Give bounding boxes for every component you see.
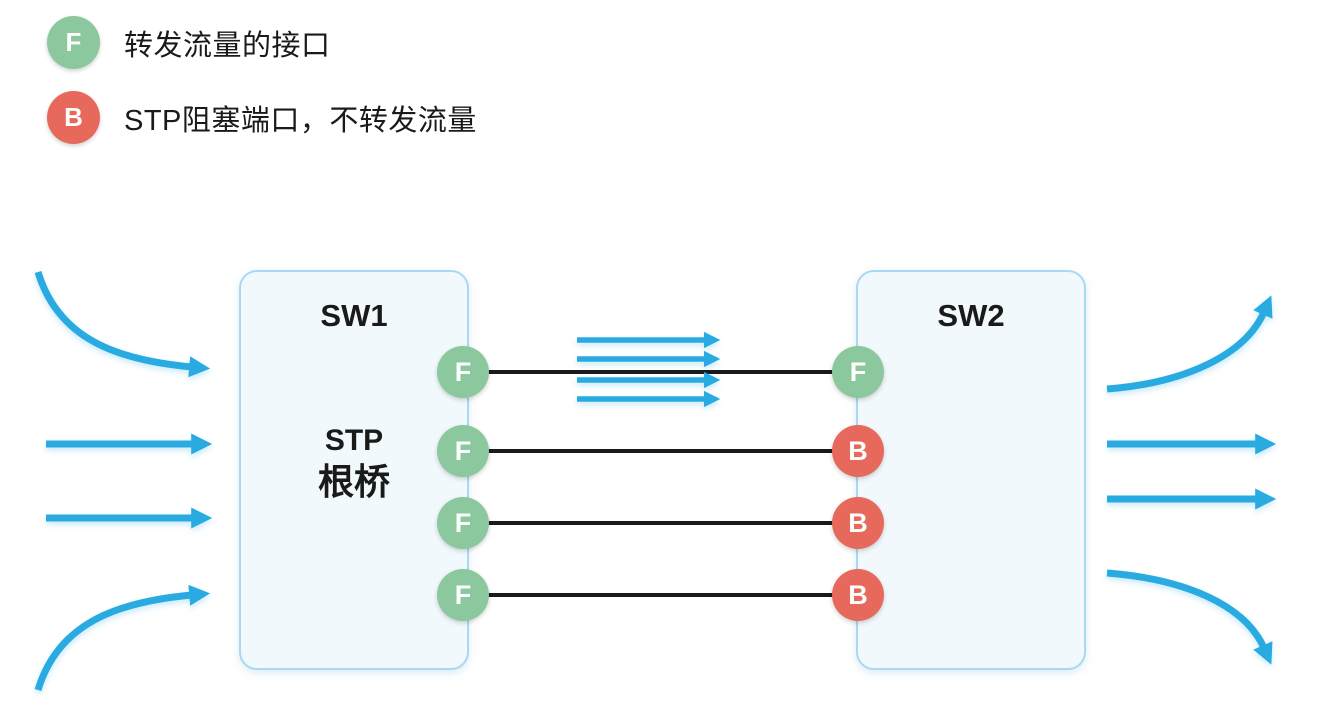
sw1-port-1: F: [437, 346, 489, 398]
legend-label-blocking: STP阻塞端口，不转发流量: [124, 104, 477, 137]
switch-sw1-box: SW1 STP 根桥: [239, 270, 469, 670]
sw2-port-4: B: [832, 569, 884, 621]
sw2-port-3: B: [832, 497, 884, 549]
sw1-port-4: F: [437, 569, 489, 621]
inflow-arrow-top-curve: [34, 270, 211, 378]
outflow-arrow-bottom-curve: [1106, 569, 1273, 665]
switch-sw1-role-label: STP 根桥: [241, 422, 467, 504]
root-bridge-label: 根桥: [317, 461, 390, 502]
forwarding-port-icon: F: [47, 16, 100, 69]
sw1-port-3: F: [437, 497, 489, 549]
legend-item-blocking: B STP阻塞端口，不转发流量: [47, 91, 477, 144]
sw2-port-1: F: [832, 346, 884, 398]
legend-label-forwarding: 转发流量的接口: [124, 29, 331, 62]
switch-sw2-box: SW2: [856, 270, 1086, 670]
outflow-arrow-top-curve: [1106, 295, 1273, 393]
switch-sw1-title: SW1: [320, 298, 388, 333]
sw1-port-2: F: [437, 425, 489, 477]
legend-item-forwarding: F 转发流量的接口: [47, 16, 331, 69]
sw2-port-2: B: [832, 425, 884, 477]
switch-sw2-title: SW2: [937, 298, 1005, 333]
stp-label: STP: [324, 424, 384, 457]
blocking-port-icon: B: [47, 91, 100, 144]
inflow-arrow-bottom-curve: [34, 584, 211, 692]
